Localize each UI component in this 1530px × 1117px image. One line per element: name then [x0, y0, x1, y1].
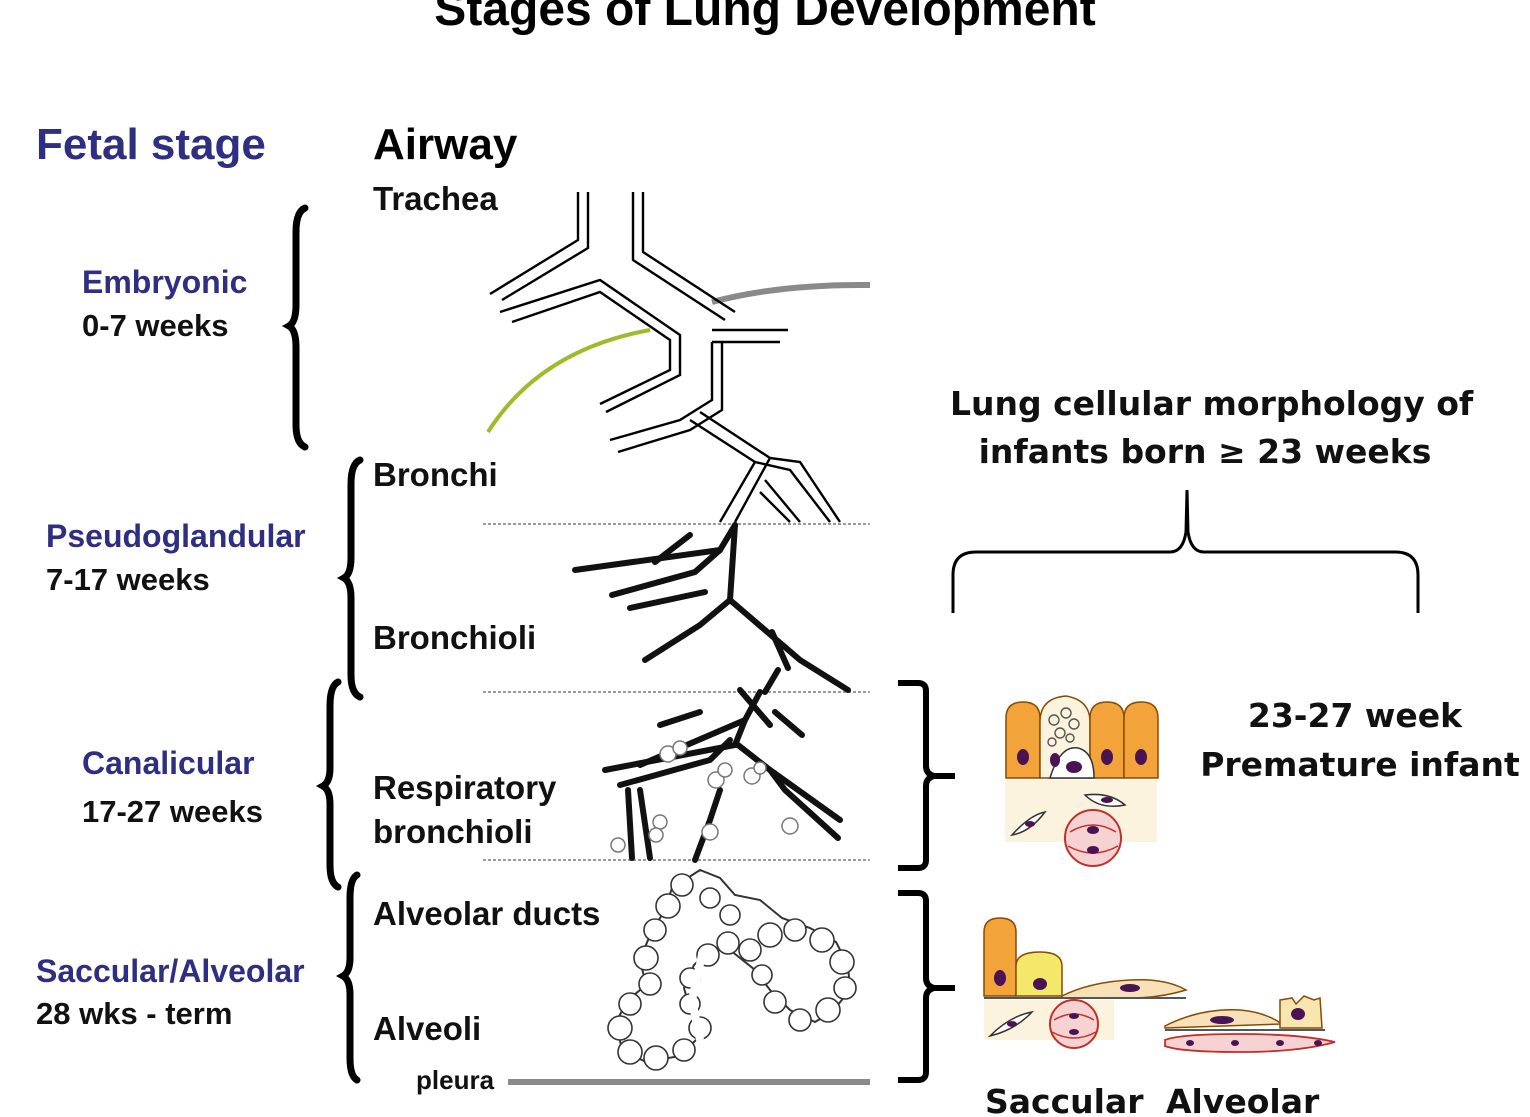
- embryonic-brace: [281, 204, 309, 451]
- label-bronchioli: Bronchioli: [373, 619, 537, 656]
- gray-curve: [711, 281, 871, 305]
- label-respiratory: Respiratory: [373, 769, 557, 806]
- green-curve: [486, 328, 651, 434]
- fetal-stage-header: Fetal stage: [36, 120, 266, 169]
- premature-label-line1: 23-27 week: [1247, 696, 1463, 735]
- canalicular-brace: [315, 678, 342, 891]
- stage-name-canalicular: Canalicular: [82, 745, 255, 781]
- canalicular-right-brace: [898, 680, 955, 871]
- alveolar-clusters: [607, 868, 857, 1071]
- airway-tree-lower: [572, 522, 851, 863]
- airway-tree-upper: [489, 192, 841, 523]
- alveolar-label: Alveolar: [1166, 1082, 1320, 1117]
- page-title: Stages of Lung Development: [434, 0, 1096, 36]
- alveolar-cell-illustration: [1164, 995, 1336, 1053]
- saccular-right-brace: [898, 890, 955, 1083]
- morphology-heading-line1: Lung cellular morphology of: [950, 384, 1474, 423]
- label-bronchi: Bronchi: [373, 456, 498, 493]
- airway-header: Airway: [373, 120, 518, 169]
- saccular-label: Saccular: [985, 1082, 1144, 1117]
- saccular-brace: [335, 871, 361, 1084]
- stage-weeks-saccular-alveolar: 28 wks - term: [36, 996, 233, 1031]
- stage-weeks-embryonic: 0-7 weeks: [82, 308, 229, 343]
- premature-label-line2: Premature infant: [1200, 745, 1520, 784]
- right-braces: [898, 680, 955, 1083]
- label-alveolar-ducts: Alveolar ducts: [373, 895, 601, 932]
- label-alveoli: Alveoli: [373, 1010, 482, 1047]
- premature-cell-illustration: [1005, 695, 1159, 867]
- stage-separators: [483, 523, 870, 861]
- stage-weeks-pseudoglandular: 7-17 weeks: [46, 562, 210, 597]
- pseudoglandular-brace: [336, 456, 364, 701]
- saccular-cell-illustration: [983, 917, 1188, 1049]
- stage-weeks-canalicular: 17-27 weeks: [82, 794, 263, 829]
- label-trachea: Trachea: [373, 180, 498, 217]
- stage-name-saccular-alveolar: Saccular/Alveolar: [36, 953, 305, 989]
- label-pleura: pleura: [416, 1065, 495, 1095]
- stage-name-pseudoglandular: Pseudoglandular: [46, 518, 306, 554]
- morphology-heading-line2: infants born ≥ 23 weeks: [978, 432, 1432, 471]
- stage-braces: [281, 204, 364, 1084]
- label-respiratory-bronchioli: bronchioli: [373, 813, 533, 850]
- morphology-brace: [951, 489, 1420, 613]
- stage-name-embryonic: Embryonic: [82, 264, 248, 300]
- respiratory-buds: [610, 740, 799, 853]
